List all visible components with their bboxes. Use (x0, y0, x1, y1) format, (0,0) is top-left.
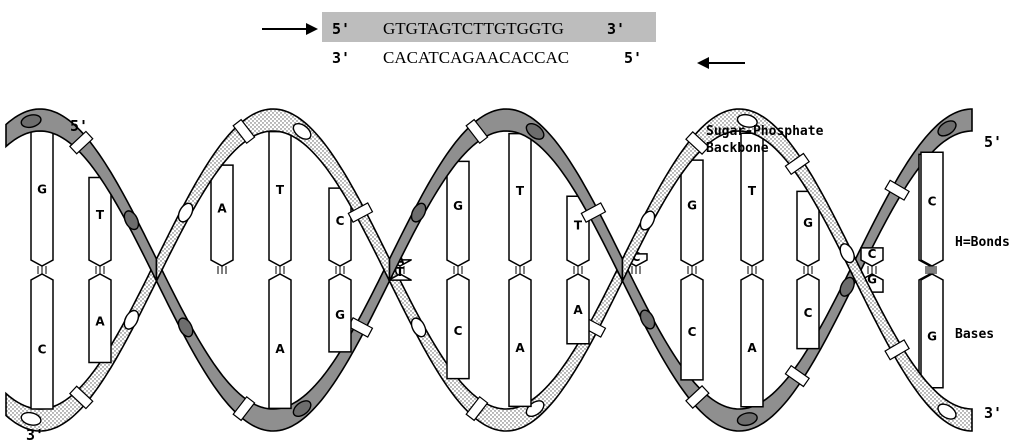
base-upper (447, 161, 469, 266)
base-letter-top: T (748, 184, 757, 198)
strand-b-segment (6, 259, 157, 431)
base-letter-top: C (336, 214, 345, 228)
base-letter-top: T (574, 218, 583, 232)
bottom-strand-5prime: 5' (624, 49, 642, 67)
base-letter-top: G (687, 199, 697, 213)
base-letter-top: A (217, 201, 227, 215)
base-pair: TA (509, 134, 531, 407)
right-arrow-head (306, 23, 318, 35)
base-letter-top: T (96, 208, 105, 222)
base-pair: GC (797, 191, 819, 348)
left-bottom-3prime-label: 3' (26, 426, 44, 442)
front-strands (6, 109, 972, 431)
base-letter-bottom: A (95, 315, 105, 329)
base-letter-bottom: G (927, 330, 937, 344)
base-letter-top: C (868, 247, 877, 261)
base-letter-bottom: C (454, 324, 463, 338)
base-letter-bottom: A (275, 342, 285, 356)
base-upper (681, 160, 703, 266)
base-letter-top: G (803, 216, 813, 230)
base-pair: TA (741, 133, 763, 406)
base-pair: GC (447, 161, 469, 378)
base-letter-bottom: C (38, 342, 47, 356)
sequence-box: 5' GTGTAGTCTTGTGGTG 3' 3' CACATCAGAACACC… (262, 12, 745, 69)
base-pair: TA (89, 177, 111, 362)
base-letter-bottom: C (688, 325, 697, 339)
base-letter-top: T (516, 184, 525, 198)
base-upper (269, 132, 291, 266)
bottom-strand-3prime: 3' (332, 49, 350, 67)
base-letter-bottom: T (396, 265, 405, 279)
right-bottom-3prime-label: 3' (984, 404, 1002, 422)
base-letter-top: G (37, 183, 47, 197)
left-arrow-head (697, 57, 709, 69)
base-pair: CG (921, 152, 943, 387)
top-strand-5prime: 5' (332, 20, 350, 38)
backbone-label: Backbone (706, 141, 769, 156)
base-upper (211, 165, 233, 266)
base-upper (509, 134, 531, 266)
top-strand-3prime: 3' (607, 20, 625, 38)
left-top-5prime-label: 5' (70, 117, 88, 135)
base-letter-bottom: G (335, 308, 345, 322)
bottom-strand-sequence: CACATCAGAACACCAC (383, 48, 569, 67)
base-upper (31, 131, 53, 266)
base-pair: CG (329, 188, 351, 352)
base-pair: TA (269, 132, 291, 409)
sugar-phosphate-label: Sugar-Phosphate (706, 124, 824, 139)
base-letter-bottom: A (573, 303, 583, 317)
base-letter-bottom: C (804, 306, 813, 320)
base-letter-top: T (276, 183, 285, 197)
base-letter-bottom: A (747, 341, 757, 355)
base-pair: GC (681, 160, 703, 380)
right-top-5prime-label: 5' (984, 133, 1002, 151)
top-strand-sequence: GTGTAGTCTTGTGGTG (383, 19, 564, 38)
base-letter-top: C (928, 194, 937, 208)
base-letter-top: G (453, 199, 463, 213)
bases-label: Bases (955, 327, 994, 342)
base-upper (921, 152, 943, 266)
base-pair: A (211, 165, 233, 274)
base-pair: GC (31, 131, 53, 409)
base-letter-bottom: A (515, 341, 525, 355)
hbonds-label: H=Bonds (955, 235, 1010, 250)
